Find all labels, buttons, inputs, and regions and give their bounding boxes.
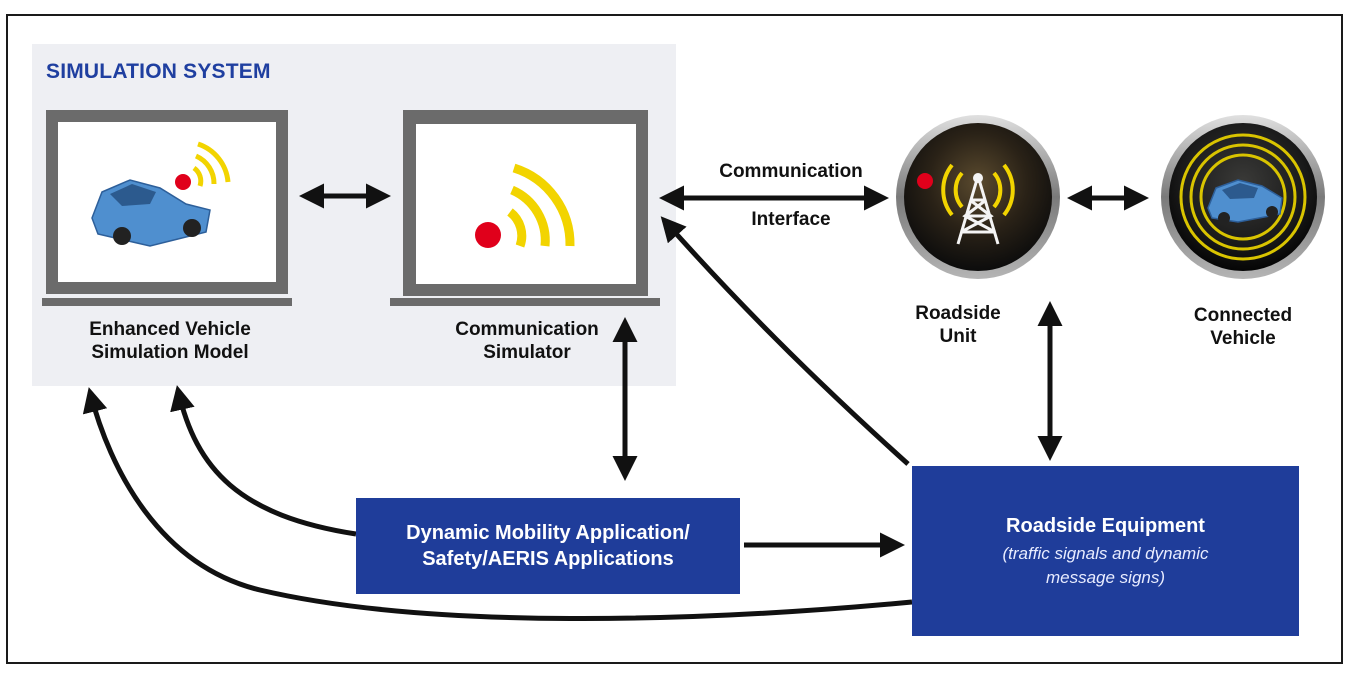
applications-line-1: Dynamic Mobility Application/	[406, 522, 690, 544]
arrow-icon	[82, 387, 913, 621]
wifi-signal-icon	[475, 163, 575, 248]
roadside-equipment-title: Roadside Equipment	[1006, 515, 1205, 537]
communication-interface-label: Communication Interface	[719, 161, 863, 230]
arrow-icon	[170, 385, 357, 537]
communication-simulator-label: Communication Simulator	[455, 319, 599, 363]
roadside-equipment-subtitle-1: (traffic signals and dynamic	[1002, 544, 1209, 563]
simulation-system-title: SIMULATION SYSTEM	[46, 60, 271, 83]
roadside-unit-icon	[896, 115, 1060, 279]
connector-arrows	[82, 183, 1149, 621]
communication-simulator-monitor	[390, 110, 660, 306]
connected-vehicle-label: Connected Vehicle	[1193, 305, 1293, 349]
radio-tower-icon	[956, 175, 1000, 245]
applications-box: Dynamic Mobility Application/ Safety/AER…	[356, 498, 740, 594]
roadside-equipment-box: Roadside Equipment (traffic signals and …	[912, 466, 1299, 636]
roadside-unit-label: Roadside Unit	[915, 303, 1001, 347]
wifi-signal-icon	[175, 141, 231, 190]
roadside-equipment-subtitle-2: message signs)	[1045, 568, 1166, 587]
enhanced-vehicle-label: Enhanced Vehicle Simulation Model	[89, 319, 251, 363]
applications-line-2: Safety/AERIS Applications	[422, 548, 674, 570]
car-icon	[91, 179, 211, 247]
connected-vehicle-icon	[1161, 115, 1325, 279]
arrow-icon	[660, 216, 910, 466]
